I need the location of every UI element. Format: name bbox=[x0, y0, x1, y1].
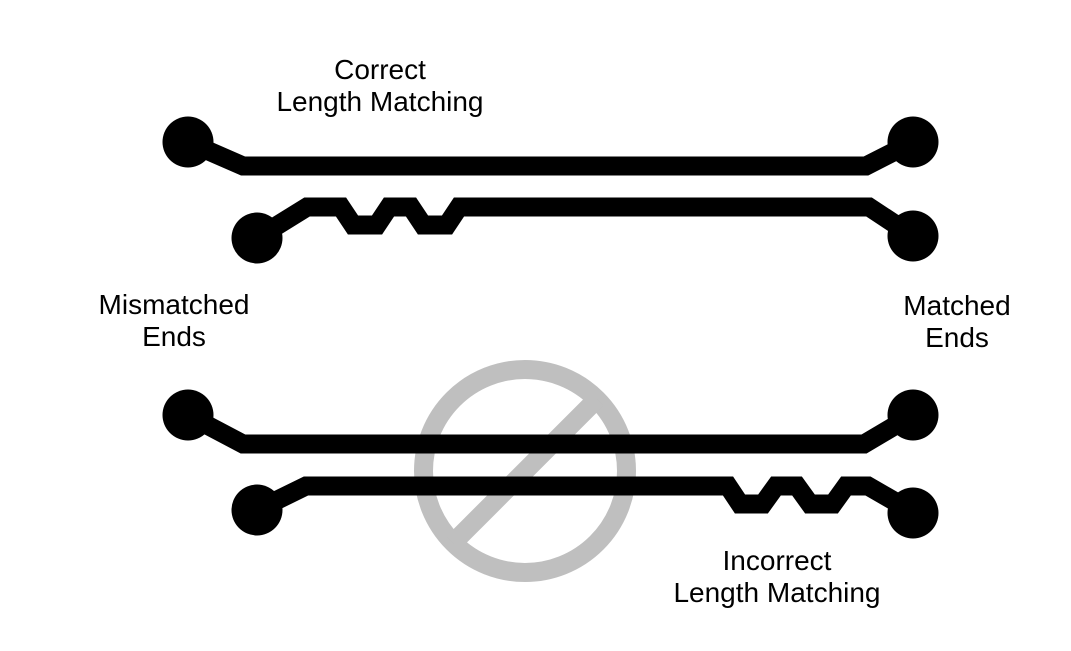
incorrect-left-top-pad bbox=[162, 389, 214, 441]
correct-left-bottom-pad bbox=[231, 212, 283, 264]
correct-title-line1: Correct bbox=[334, 54, 426, 85]
prohibition-icon bbox=[414, 360, 636, 582]
labels: Correct Length Matching Mismatched Ends … bbox=[99, 54, 1011, 608]
correct-right-top-pad bbox=[887, 116, 939, 168]
incorrect-example bbox=[162, 389, 939, 539]
incorrect-title-line2: Length Matching bbox=[673, 577, 880, 608]
prohibition-ring bbox=[414, 360, 636, 582]
mismatched-ends-label-line1: Mismatched bbox=[99, 289, 250, 320]
correct-right-bottom-pad bbox=[887, 210, 939, 262]
correct-example bbox=[162, 116, 939, 264]
mismatched-ends-label-line2: Ends bbox=[142, 321, 206, 352]
incorrect-right-bottom-pad bbox=[887, 487, 939, 539]
matched-ends-label-line1: Matched bbox=[903, 290, 1010, 321]
matched-ends-label-line2: Ends bbox=[925, 322, 989, 353]
incorrect-left-bottom-pad bbox=[231, 484, 283, 536]
correct-left-top-pad bbox=[162, 116, 214, 168]
incorrect-bottom-serpentine-trace bbox=[252, 476, 918, 521]
prohibition-slash bbox=[446, 392, 604, 550]
correct-top-trace bbox=[184, 133, 918, 176]
incorrect-right-top-pad bbox=[887, 389, 939, 441]
correct-bottom-serpentine-trace bbox=[251, 197, 919, 247]
correct-title-line2: Length Matching bbox=[276, 86, 483, 117]
incorrect-top-trace bbox=[183, 406, 918, 454]
incorrect-title-line1: Incorrect bbox=[723, 545, 832, 576]
